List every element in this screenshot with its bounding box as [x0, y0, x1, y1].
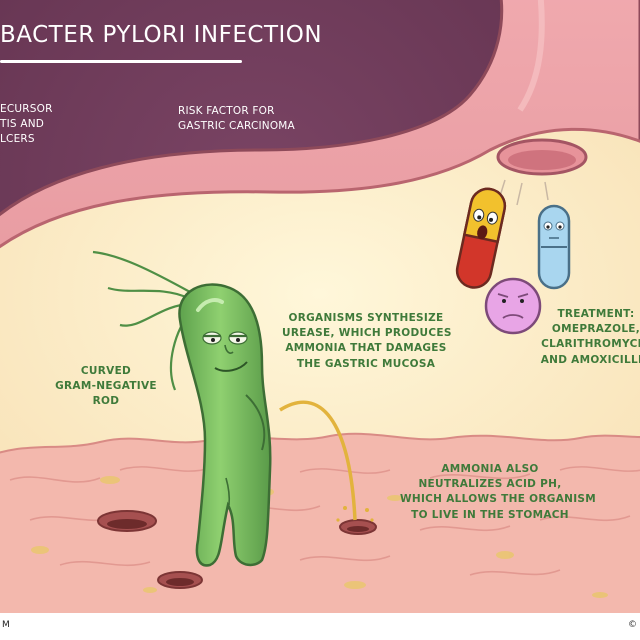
blue-capsule — [537, 204, 571, 290]
h-pylori-bacterium — [178, 283, 272, 567]
ulcer-crater — [339, 519, 377, 535]
treatment-line-2: OMEPRAZOLE, — [551, 323, 640, 336]
footer-bar — [0, 613, 640, 640]
footer-right-text: © — [628, 620, 637, 630]
pink-tablet — [484, 277, 542, 335]
shape-line-2: GRAM-NEGATIVE — [55, 380, 157, 393]
shape-label: CURVED GRAM-NEGATIVE ROD — [52, 364, 160, 410]
ammonia-line-3: WHICH ALLOWS THE ORGANISM — [400, 493, 597, 506]
ammonia-line-1: AMMONIA ALSO — [441, 463, 539, 475]
precursor-label: ECURSOR TIS AND LCERS — [0, 102, 53, 148]
ammonia-stream — [279, 400, 357, 521]
footer-left-text: M — [2, 620, 10, 630]
title-underline — [0, 60, 242, 63]
precursor-line-1: ECURSOR — [0, 103, 53, 115]
shape-line-3: ROD — [92, 395, 120, 408]
urease-line-4: THE GASTRIC MUCOSA — [296, 357, 436, 370]
precursor-line-2: TIS AND — [0, 118, 45, 131]
shape-line-1: CURVED — [80, 365, 132, 377]
ulcer-crater — [157, 571, 203, 589]
risk-factor-label: RISK FACTOR FOR GASTRIC CARCINOMA — [178, 104, 295, 134]
urease-label: ORGANISMS SYNTHESIZE UREASE, WHICH PRODU… — [282, 311, 452, 372]
urease-line-2: UREASE, WHICH PRODUCES — [282, 327, 452, 340]
page-title: BACTER PYLORI INFECTION — [0, 22, 323, 48]
gastric-mucosa — [0, 432, 640, 621]
ammonia-label: AMMONIA ALSO NEUTRALIZES ACID PH, WHICH … — [400, 462, 597, 523]
risk-factor-line-2: GASTRIC CARCINOMA — [178, 120, 295, 133]
urease-line-3: AMMONIA THAT DAMAGES — [285, 342, 447, 355]
treatment-line-4: AND AMOXICILLIN — [540, 353, 640, 366]
risk-factor-line-1: RISK FACTOR FOR — [178, 105, 275, 117]
treatment-line-3: CLARITHROMYCIN — [541, 338, 640, 351]
treatment-line-1: TREATMENT: — [557, 308, 635, 320]
ulcer-crater — [97, 510, 157, 532]
urease-line-1: ORGANISMS SYNTHESIZE — [288, 312, 444, 324]
treatment-label: TREATMENT: OMEPRAZOLE, CLARITHROMYCIN AN… — [540, 307, 640, 368]
yellow-red-capsule — [455, 187, 507, 289]
precursor-line-3: LCERS — [0, 133, 35, 146]
ammonia-line-2: NEUTRALIZES ACID PH, — [418, 478, 562, 491]
ammonia-line-4: TO LIVE IN THE STOMACH — [411, 508, 569, 521]
